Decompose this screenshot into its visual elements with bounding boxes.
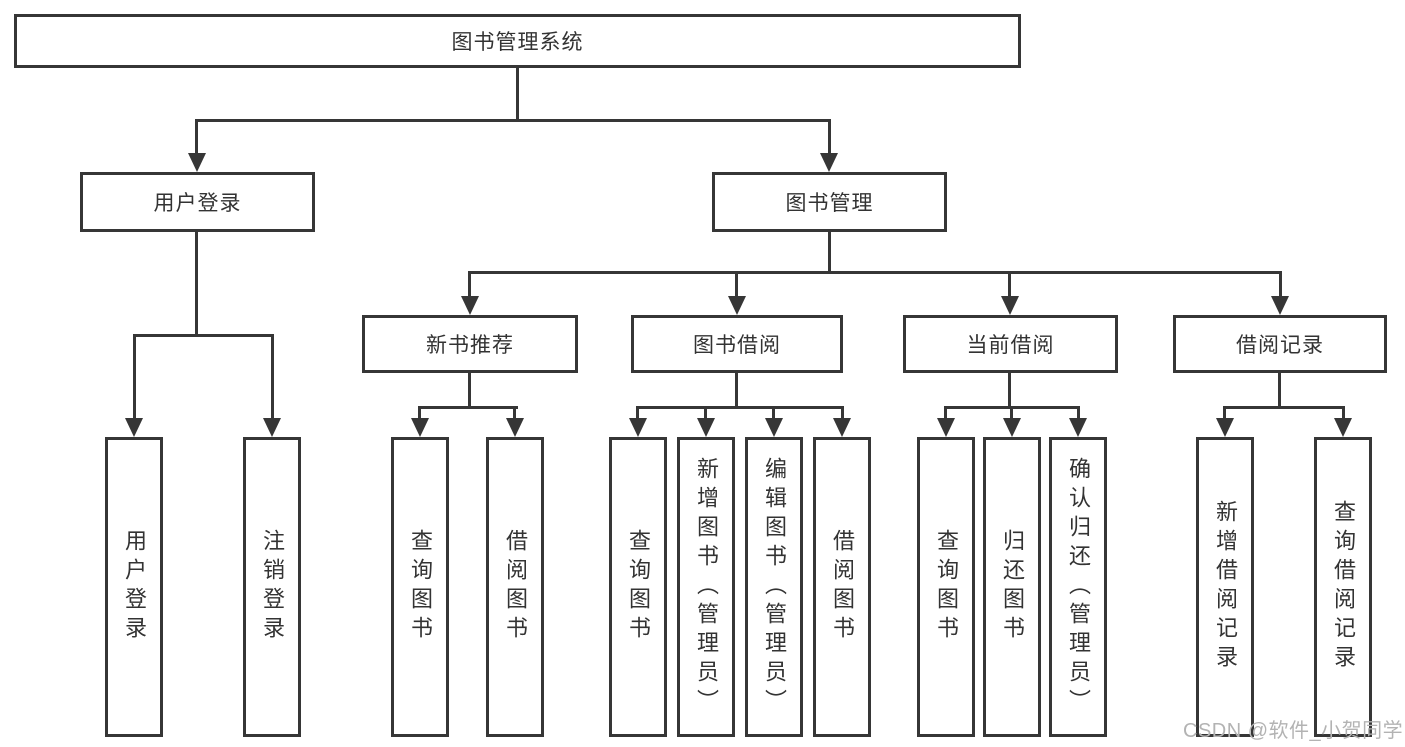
leaf-label: 注销登录 [260,529,285,645]
leaf-query-books-borrowing: 查询图书 [609,437,667,737]
node-current-borrowing: 当前借阅 [903,315,1118,373]
node-book-borrowing: 图书借阅 [631,315,843,373]
leaf-label: 新增图书（管理员） [694,456,719,718]
node-new-book-recommend: 新书推荐 [362,315,578,373]
connector-vline [828,119,831,158]
connector-vline [516,68,519,121]
arrow-down [461,296,479,315]
connector-vline [828,232,831,274]
connector-vline [468,373,471,409]
arrow-down [1216,418,1234,437]
leaf-borrow-books-borrowing: 借阅图书 [813,437,871,737]
arrow-down [125,418,143,437]
leaf-confirm-return-admin: 确认归还（管理员） [1049,437,1107,737]
connector-vline [271,334,274,420]
arrow-down [728,296,746,315]
connector-vline [1342,406,1345,422]
leaf-add-book-admin: 新增图书（管理员） [677,437,735,737]
leaf-borrow-books-recommend: 借阅图书 [486,437,544,737]
arrow-down [1069,418,1087,437]
arrow-down [506,418,524,437]
leaf-user-login: 用户登录 [105,437,163,737]
arrow-down [697,418,715,437]
arrow-down [937,418,955,437]
node-book-management: 图书管理 [712,172,947,232]
arrow-down [1334,418,1352,437]
arrow-down [263,418,281,437]
leaf-query-borrow-record: 查询借阅记录 [1314,437,1372,737]
connector-vline [468,271,471,298]
leaf-label: 确认归还（管理员） [1066,456,1091,718]
connector-vline [418,406,421,422]
connector-vline [1279,271,1282,298]
leaf-label: 用户登录 [122,529,147,645]
node-library-system: 图书管理系统 [14,14,1021,68]
leaf-label: 查询图书 [626,529,651,645]
leaf-label: 查询图书 [934,529,959,645]
connector-vline [841,406,844,422]
node-user-login: 用户登录 [80,172,315,232]
leaf-add-borrow-record: 新增借阅记录 [1196,437,1254,737]
connector-vline [1008,271,1011,298]
connector-hline [468,271,1282,274]
connector-vline [1008,373,1011,409]
arrow-down [1003,418,1021,437]
connector-vline [1010,406,1013,422]
connector-vline [195,119,198,158]
connector-hline [636,406,844,409]
connector-vline [944,406,947,422]
connector-vline [133,334,136,420]
connector-vline [1223,406,1226,422]
arrow-down [833,418,851,437]
leaf-logout: 注销登录 [243,437,301,737]
connector-vline [195,232,198,337]
connector-vline [735,271,738,298]
connector-vline [636,406,639,422]
leaf-return-books: 归还图书 [983,437,1041,737]
leaf-label: 归还图书 [1000,529,1025,645]
arrow-down [1271,296,1289,315]
connector-hline [1223,406,1345,409]
connector-vline [513,406,516,422]
leaf-query-books-recommend: 查询图书 [391,437,449,737]
connector-vline [1278,373,1281,409]
leaf-label: 新增借阅记录 [1213,500,1238,674]
node-borrow-records: 借阅记录 [1173,315,1387,373]
arrow-down [629,418,647,437]
arrow-down [1001,296,1019,315]
watermark: CSDN @软件_小贺同学 [1183,720,1404,742]
leaf-label: 借阅图书 [830,529,855,645]
arrow-down [188,153,206,172]
leaf-query-books-current: 查询图书 [917,437,975,737]
arrow-down [765,418,783,437]
arrow-down [411,418,429,437]
leaf-label: 查询借阅记录 [1331,500,1356,674]
leaf-label: 查询图书 [408,529,433,645]
connector-vline [772,406,775,422]
leaf-label: 编辑图书（管理员） [762,456,787,718]
leaf-edit-book-admin: 编辑图书（管理员） [745,437,803,737]
leaf-label: 借阅图书 [503,529,528,645]
connector-vline [704,406,707,422]
connector-vline [735,373,738,409]
connector-hline [133,334,274,337]
connector-hline [195,119,831,122]
connector-hline [418,406,518,409]
arrow-down [820,153,838,172]
connector-vline [1077,406,1080,422]
